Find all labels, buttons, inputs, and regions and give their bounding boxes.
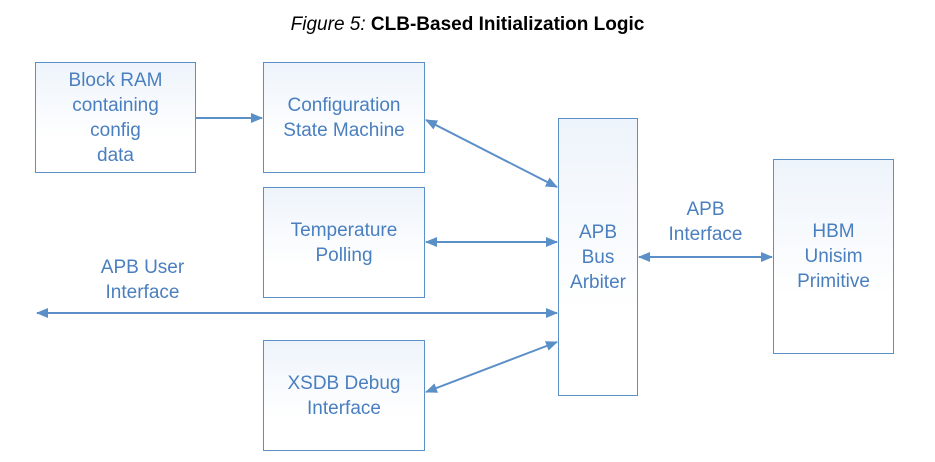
arrow-config-arbiter xyxy=(425,119,558,188)
arbiter-line-3: Arbiter xyxy=(570,271,626,293)
block-ram-line-4: data xyxy=(97,144,134,166)
figure-title: CLB-Based Initialization Logic xyxy=(370,14,645,35)
apb-user-interface-label: APB User Interface xyxy=(60,255,225,305)
temp-polling-line-2: Polling xyxy=(315,244,373,266)
temp-polling-line-1: Temperature xyxy=(290,219,398,241)
apb-interface-label: APB Interface xyxy=(640,197,771,247)
apb-user-interface-line-1: APB User xyxy=(100,257,185,278)
apb-interface-line-1: APB xyxy=(686,199,725,220)
xsdb-debug-interface-box: XSDB Debug Interface xyxy=(263,340,425,451)
figure-number: Figure 5: xyxy=(290,14,366,35)
figure-caption: Figure 5: CLB-Based Initialization Logic xyxy=(0,14,935,36)
hbm-line-3: Primitive xyxy=(797,271,870,292)
block-ram-box: Block RAM containing config data xyxy=(35,62,196,173)
config-sm-line-2: State Machine xyxy=(283,119,405,141)
temperature-polling-box: Temperature Polling xyxy=(263,187,425,298)
arbiter-line-1: APB xyxy=(578,221,618,243)
apb-user-interface-line-2: Interface xyxy=(105,282,180,303)
hbm-line-1: HBM xyxy=(812,221,855,242)
block-ram-line-3: config xyxy=(90,119,141,141)
hbm-line-2: Unisim xyxy=(804,246,863,267)
hbm-unisim-primitive-box: HBM Unisim Primitive xyxy=(773,159,894,354)
block-ram-line-1: Block RAM xyxy=(68,69,163,91)
config-sm-line-1: Configuration xyxy=(287,94,401,116)
config-state-machine-box: Configuration State Machine xyxy=(263,62,425,173)
arrow-xsdb-arbiter xyxy=(425,341,558,393)
apb-interface-line-2: Interface xyxy=(668,224,743,245)
block-ram-line-2: containing xyxy=(72,94,159,116)
xsdb-line-1: XSDB Debug xyxy=(287,372,401,394)
apb-bus-arbiter-box: APB Bus Arbiter xyxy=(558,118,638,396)
arbiter-line-2: Bus xyxy=(581,246,615,268)
xsdb-line-2: Interface xyxy=(307,397,381,419)
